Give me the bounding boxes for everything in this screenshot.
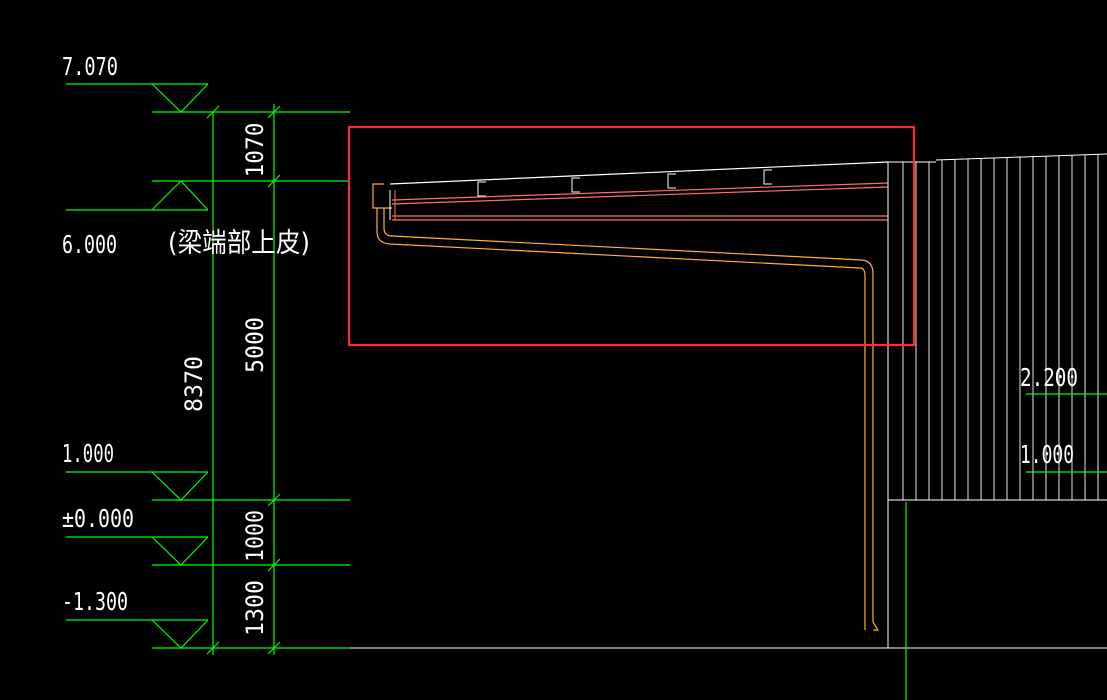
level-1000: 1.000 [62,439,114,468]
wall-hatching [902,154,1099,500]
dimension-lines [206,104,281,655]
drain-pipe [376,208,880,631]
elevation-markers [66,83,350,649]
dim-1070: 1070 [241,123,269,178]
dim-1000: 1000 [241,510,269,562]
level-6000: 6.000 [62,230,117,259]
highlight-box [347,125,916,347]
building-wall [350,153,1107,649]
level-neg-1300: -1.300 [62,587,128,616]
level-zero: ±0.000 [62,504,134,533]
right-green-lines [905,393,1107,700]
right-level-1000: 1.000 [1020,440,1074,469]
beam-end-top-note: (梁端部上皮) [168,228,310,259]
dim-1300: 1300 [241,580,269,636]
level-7070: 7.070 [62,52,118,81]
canopy-roof-lines [372,161,889,221]
right-level-2200: 2.200 [1020,363,1078,392]
dim-5000: 5000 [241,317,269,373]
dim-8370: 8370 [180,356,208,412]
